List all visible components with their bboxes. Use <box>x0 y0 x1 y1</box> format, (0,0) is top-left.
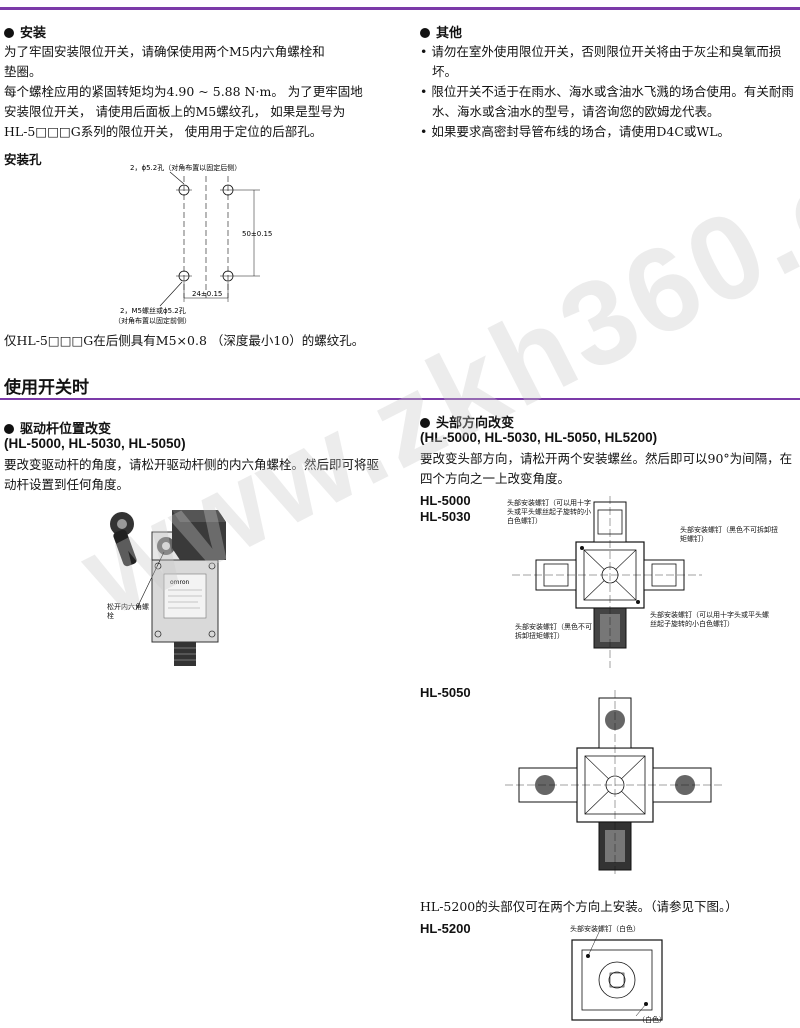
note-hl5200: HL-5200的头部仅可在两个方向上安装。（请参见下图。） <box>420 899 738 914</box>
switch-head-icon <box>172 510 226 560</box>
install-para1: 为了牢固安装限位开关，请确保使用两个M5内六角螺栓和垫圈。 <box>4 44 325 79</box>
lever-arm-icon <box>113 529 137 567</box>
hole-label-bottom2: （对角布置以固定前侧） <box>114 316 191 325</box>
model-label-hl5200: HL-5200 <box>420 921 471 936</box>
lever-models: (HL-5000, HL-5030, HL-5050) <box>4 436 186 451</box>
hl5200-head-diagram <box>571 930 663 1021</box>
model-label-hl5030: HL-5030 <box>420 509 471 524</box>
callout-e: 头部安装螺钉（白色） <box>570 925 640 933</box>
head-models: (HL-5000, HL-5030, HL-5050, HL5200) <box>420 430 658 445</box>
bullet-dot-icon <box>420 418 430 428</box>
bullet-dot-icon <box>4 28 14 38</box>
callout-f: （白色） <box>638 1016 666 1024</box>
top-rule <box>0 7 800 10</box>
bullet-dot-icon <box>420 28 430 38</box>
head-text: 要改变头部方向，请松开两个安装螺丝。然后即可以90°为间隔，在四个方向之一上改变… <box>420 451 793 486</box>
other-heading: 其他 <box>420 22 462 41</box>
callout-d: 头部安装螺钉（黑色不可拆卸扭矩螺钉） <box>515 623 592 640</box>
device-label: omron <box>170 579 190 586</box>
hole-label-bottom1: 2，M5螺丝或ϕ5.2孔 <box>120 306 186 315</box>
usage-rule <box>0 398 800 400</box>
model-label-hl5050: HL-5050 <box>420 685 471 700</box>
other-bullet-1: • 请勿在室外使用限位开关，否则限位开关将由于灰尘和臭氧而损坏。 <box>420 44 782 79</box>
lever-heading: 驱动杆位置改变 <box>4 418 111 437</box>
holes-title: 安装孔 <box>4 152 42 167</box>
other-bullet-2: • 限位开关不适于在雨水、海水或含油水飞溅的场合使用。有关耐雨水、海水或含油水的… <box>420 84 794 119</box>
callout-c: 头部安装螺钉（可以用十字头或平头螺丝起子旋转的小白色螺钉） <box>650 611 769 628</box>
dim-horizontal: 24±0.15 <box>192 290 222 298</box>
dim-vertical: 50±0.15 <box>242 230 272 238</box>
lever-callout: 松开内六角螺栓 <box>107 603 149 620</box>
hole-label-top: 2，ϕ5.2孔（对角布置以固定后侧） <box>130 163 241 172</box>
lever-text: 要改变驱动杆的角度，请松开驱动杆侧的内六角螺栓。然后即可将驱动杆设置到任何角度。 <box>4 457 380 492</box>
other-bullet-3: • 如果要求高密封导管布线的场合，请使用D4C或WL。 <box>420 124 731 139</box>
hl5050-head-diagram <box>505 690 725 876</box>
model-label-hl5000: HL-5000 <box>420 493 471 508</box>
callout-b: 头部安装螺钉（黑色不可拆卸扭矩螺钉） <box>680 526 778 543</box>
usage-title: 使用开关时 <box>4 378 89 398</box>
head-heading: 头部方向改变 <box>420 412 514 431</box>
other-bullet-list: • 请勿在室外使用限位开关，否则限位开关将由于灰尘和臭氧而损坏。 • 限位开关不… <box>420 42 798 142</box>
bullet-dot-icon <box>4 424 14 434</box>
limit-switch-illustration: omron <box>110 510 226 666</box>
hl5000-head-diagram <box>512 496 702 668</box>
install-heading: 安装 <box>4 22 46 41</box>
mounting-holes-diagram: 2，ϕ5.2孔（对角布置以固定后侧） 50±0.15 24±0.15 2，M5螺… <box>114 163 272 325</box>
callout-a: 头部安装螺钉（可以用十字头或平头螺丝起子旋转的小白色螺钉） <box>507 499 591 525</box>
install-para2: 每个螺栓应用的紧固转矩均为4.90 ~ 5.88 N·m。 为了更牢固地安装限位… <box>4 84 363 139</box>
install-note: 仅HL-5□□□G在后侧具有M5×0.8 （深度最小10）的螺纹孔。 <box>4 333 365 348</box>
